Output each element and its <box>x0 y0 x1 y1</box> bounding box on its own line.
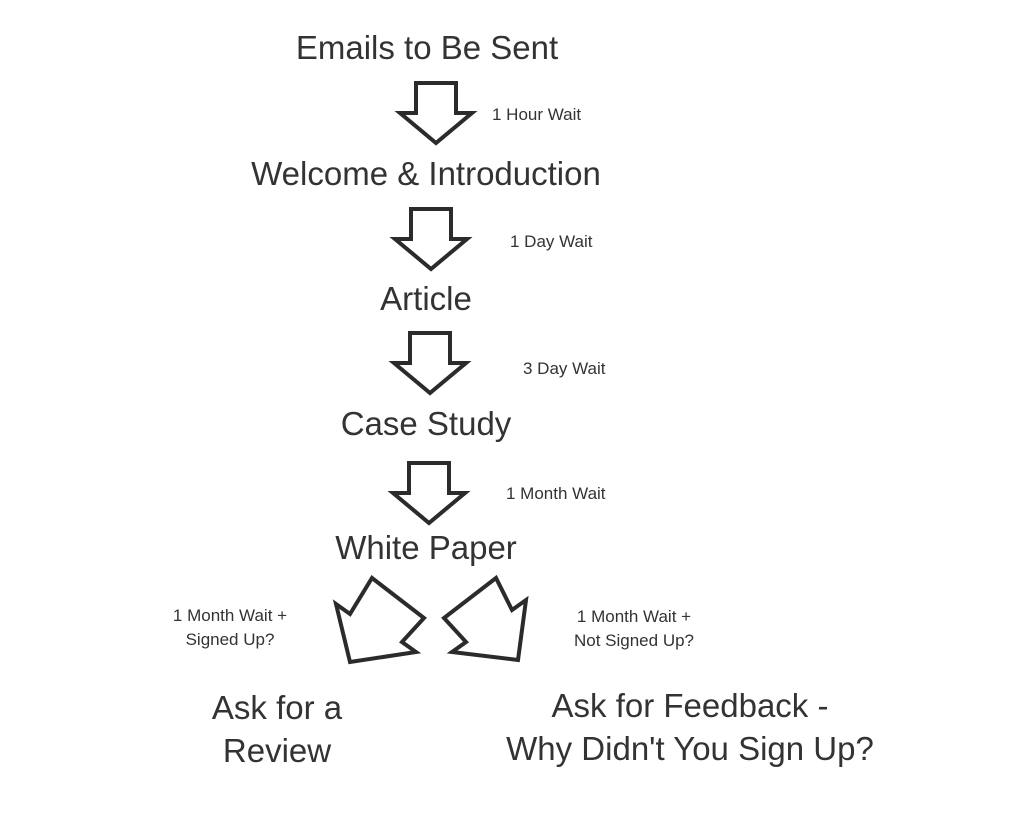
outcome-ask-for-review: Ask for a Review <box>147 686 407 772</box>
down-arrow-icon <box>388 331 472 396</box>
step-article: Article <box>380 280 472 317</box>
outcome-ask-for-feedback-line2: Why Didn't You Sign Up? <box>506 730 874 767</box>
outcome-ask-for-feedback-line1: Ask for Feedback - <box>551 687 829 724</box>
branch-condition-right-line1: 1 Month Wait + <box>576 607 692 626</box>
down-arrow-icon <box>394 81 478 146</box>
outcome-ask-for-review-line1: Ask for a <box>211 689 343 726</box>
wait-label-2: 1 Day Wait <box>510 232 593 251</box>
wait-label-4: 1 Month Wait <box>506 484 606 503</box>
wait-label-1: 1 Hour Wait <box>492 105 582 124</box>
branch-condition-left: 1 Month Wait + Signed Up? <box>150 604 310 652</box>
step-welcome-introduction: Welcome & Introduction <box>251 155 601 192</box>
branch-condition-right: 1 Month Wait + Not Signed Up? <box>554 605 714 653</box>
down-arrow-icon <box>387 461 471 526</box>
branch-condition-left-line1: 1 Month Wait + <box>172 606 288 625</box>
branch-condition-right-line2: Not Signed Up? <box>573 631 695 650</box>
step-white-paper: White Paper <box>335 529 517 566</box>
branch-condition-left-line2: Signed Up? <box>185 630 275 649</box>
down-left-arrow-icon <box>332 575 427 665</box>
step-case-study: Case Study <box>340 405 512 442</box>
down-arrow-icon <box>389 207 473 272</box>
diagram-title: Emails to Be Sent <box>295 29 559 66</box>
down-right-arrow-icon <box>441 574 529 663</box>
outcome-ask-for-review-line2: Review <box>222 732 332 769</box>
outcome-ask-for-feedback: Ask for Feedback - Why Didn't You Sign U… <box>480 684 900 770</box>
wait-label-3: 3 Day Wait <box>523 359 606 378</box>
